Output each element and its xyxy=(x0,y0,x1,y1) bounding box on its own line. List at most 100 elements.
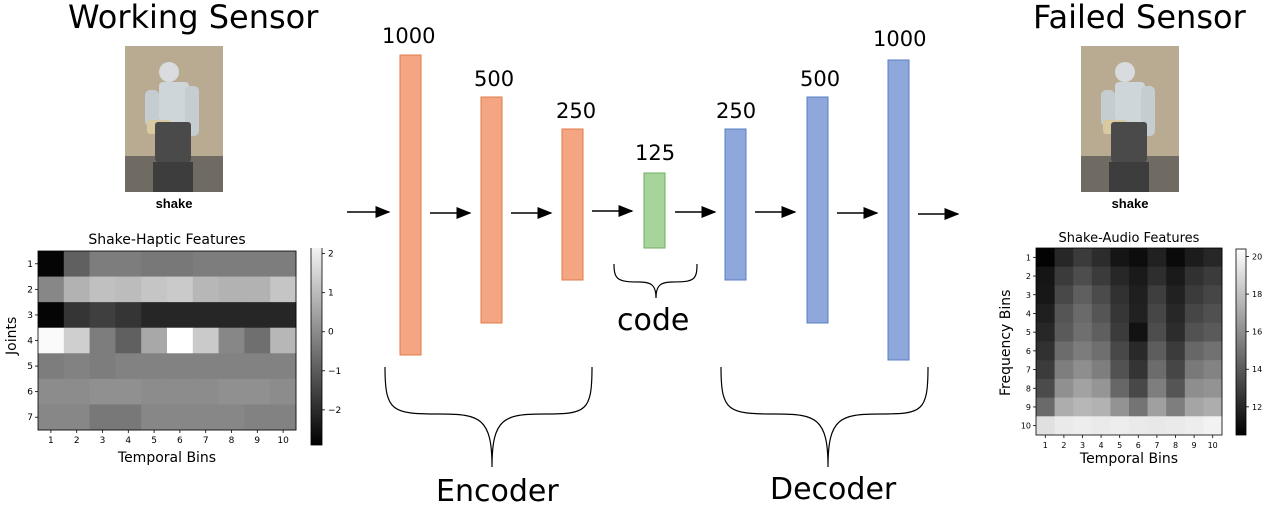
heatmap-cell xyxy=(141,353,168,380)
heatmap-cell xyxy=(1110,248,1130,268)
heatmap-cell xyxy=(1054,360,1074,380)
heatmap-frame xyxy=(1035,247,1223,436)
heatmap-cell xyxy=(63,404,91,431)
heatmap-cell xyxy=(63,251,91,278)
heatmap-cell xyxy=(1036,322,1056,342)
audio-heatmap-title: Shake-Audio Features xyxy=(1058,231,1200,246)
heatmap-cell xyxy=(1129,416,1149,436)
y-tick-label: 10 xyxy=(1021,422,1031,431)
x-tick-label: 2 xyxy=(1061,441,1066,450)
heatmap-cell xyxy=(63,276,91,303)
encoder-brace xyxy=(384,366,593,468)
heatmap-cell xyxy=(192,378,220,405)
heatmap-cell xyxy=(1147,397,1167,417)
heatmap-cell xyxy=(115,353,142,380)
heatmap-cell xyxy=(115,276,142,303)
heatmap-cell xyxy=(192,353,220,380)
heatmap-cell xyxy=(141,327,168,354)
failed-sensor-title: Failed Sensor xyxy=(1033,0,1246,36)
heatmap-cell xyxy=(1073,341,1093,361)
heatmap-cell xyxy=(1091,266,1111,286)
heatmap-cell xyxy=(1166,285,1186,305)
colorbar-tick-label: 16 xyxy=(1252,328,1262,337)
heatmap-cell xyxy=(1091,416,1111,436)
heatmap-cell xyxy=(167,327,194,354)
heatmap-cell xyxy=(141,276,168,303)
heatmap-cell xyxy=(1091,341,1111,361)
heatmap-cell xyxy=(141,378,168,405)
heatmap-cell xyxy=(1147,360,1167,380)
heatmap-cell xyxy=(1091,397,1111,417)
colorbar-tick-label: −1 xyxy=(328,367,341,377)
image-caption-right: shake xyxy=(1111,196,1149,211)
heatmap-cell xyxy=(38,404,65,431)
heatmap-cell xyxy=(1129,285,1149,305)
heatmap-cell xyxy=(1129,360,1149,380)
heatmap-cell xyxy=(1091,304,1111,324)
colorbar xyxy=(1235,248,1247,436)
heatmap-cell xyxy=(244,327,271,354)
heatmap-cell xyxy=(1073,397,1093,417)
heatmap-cell xyxy=(1054,285,1074,305)
x-tick-label: 8 xyxy=(229,436,235,446)
heatmap-cell xyxy=(1091,248,1111,268)
heatmap-cell xyxy=(1073,322,1093,342)
heatmap-cell xyxy=(38,302,65,329)
heatmap-cell xyxy=(1184,322,1204,342)
colorbar-tick-label: 14 xyxy=(1252,365,1262,374)
colorbar-tick-label: 2 xyxy=(328,250,334,260)
y-tick-label: 3 xyxy=(27,311,33,321)
heatmap-cell xyxy=(1184,285,1204,305)
heatmap-cell xyxy=(167,251,194,278)
heatmap-cell xyxy=(1129,341,1149,361)
x-tick-label: 5 xyxy=(1117,441,1122,450)
x-tick-label: 4 xyxy=(125,436,131,446)
heatmap-cell xyxy=(1036,341,1056,361)
heatmap-cell xyxy=(244,404,271,431)
x-tick-label: 10 xyxy=(1208,441,1218,450)
x-tick-label: 3 xyxy=(100,436,106,446)
x-tick-label: 9 xyxy=(1192,441,1197,450)
heatmap-cell xyxy=(1203,360,1223,380)
x-tick-label: 6 xyxy=(1136,441,1141,450)
code-brace xyxy=(613,263,698,299)
heatmap-cell xyxy=(167,378,194,405)
heatmap-cell xyxy=(1203,248,1223,268)
heatmap-cell xyxy=(1166,248,1186,268)
y-tick-label: 5 xyxy=(27,362,33,372)
heatmap-cell xyxy=(270,327,297,354)
decoder-layer-250 xyxy=(724,128,747,281)
decoder-layer-label-500: 500 xyxy=(800,67,841,91)
heatmap-cell xyxy=(270,251,297,278)
x-tick-label: 3 xyxy=(1080,441,1085,450)
heatmap-cell xyxy=(192,302,220,329)
heatmap-cell xyxy=(1203,304,1223,324)
heatmap-cell xyxy=(270,353,297,380)
heatmap-cell xyxy=(89,404,116,431)
heatmap-cell xyxy=(1166,304,1186,324)
y-tick-label: 8 xyxy=(1026,384,1031,393)
heatmap-cell xyxy=(1184,248,1204,268)
heatmap-cell xyxy=(1073,248,1093,268)
heatmap-cell xyxy=(115,251,142,278)
heatmap-cell xyxy=(1203,322,1223,342)
heatmap-cell xyxy=(244,276,271,303)
encoder-layer-250 xyxy=(561,128,584,281)
heatmap-cell xyxy=(1073,416,1093,436)
heatmap-cell xyxy=(1110,266,1130,286)
heatmap-cell xyxy=(1166,397,1186,417)
colorbar-tick-label: 12 xyxy=(1252,403,1262,412)
heatmap-cell xyxy=(1091,322,1111,342)
heatmap-cell xyxy=(1073,378,1093,399)
heatmap-cell xyxy=(1166,322,1186,342)
y-tick-label: 3 xyxy=(1026,291,1031,300)
heatmap-cell xyxy=(1184,360,1204,380)
y-tick-label: 4 xyxy=(27,337,33,347)
y-tick-label: 4 xyxy=(1026,309,1031,318)
heatmap-cell xyxy=(270,404,297,431)
heatmap-cell xyxy=(1147,416,1167,436)
heatmap-cell xyxy=(1054,341,1074,361)
heatmap-cell xyxy=(1036,360,1056,380)
